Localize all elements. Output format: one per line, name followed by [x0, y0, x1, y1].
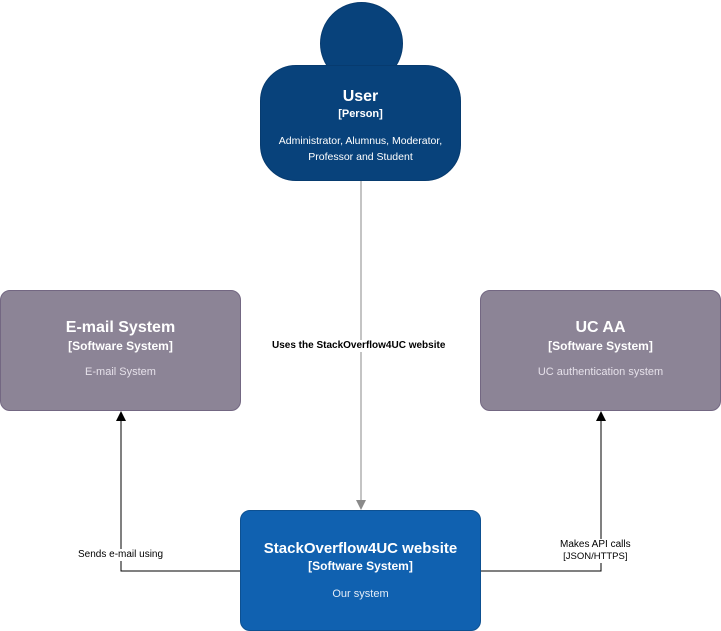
- website-to-ucaa-line: [481, 411, 606, 572]
- email-system-node[interactable]: E-mail System [Software System] E-mail S…: [0, 290, 241, 411]
- email-system-description: E-mail System: [85, 366, 156, 378]
- uc-aa-node[interactable]: UC AA [Software System] UC authenticatio…: [480, 290, 721, 411]
- user-to-website-label: Uses the StackOverflow4UC website: [270, 340, 448, 352]
- website-to-ucaa-label-text: Makes API calls: [560, 539, 631, 550]
- user-title: User: [342, 88, 379, 105]
- website-title: StackOverflow4UC website: [263, 540, 458, 557]
- website-to-ucaa-label: Makes API calls [JSON/HTTPS]: [558, 539, 633, 563]
- website-to-email-label: Sends e-mail using: [76, 549, 166, 561]
- email-system-kind: [Software System]: [68, 339, 173, 353]
- uc-aa-description: UC authentication system: [537, 366, 664, 378]
- user-person-node[interactable]: User [Person] Administrator, Alumnus, Mo…: [260, 65, 461, 181]
- uc-aa-title: UC AA: [575, 319, 626, 336]
- website-description: Our system: [332, 588, 389, 600]
- email-system-title: E-mail System: [65, 319, 176, 336]
- website-kind: [Software System]: [308, 559, 413, 573]
- user-description: Administrator, Alumnus, Moderator, Profe…: [278, 135, 443, 163]
- website-to-email-line: [116, 411, 240, 572]
- website-system-node[interactable]: StackOverflow4UC website [Software Syste…: [240, 510, 481, 631]
- user-kind: [Person]: [338, 108, 383, 120]
- website-to-ucaa-technology: [JSON/HTTPS]: [563, 551, 628, 562]
- uc-aa-kind: [Software System]: [548, 339, 653, 353]
